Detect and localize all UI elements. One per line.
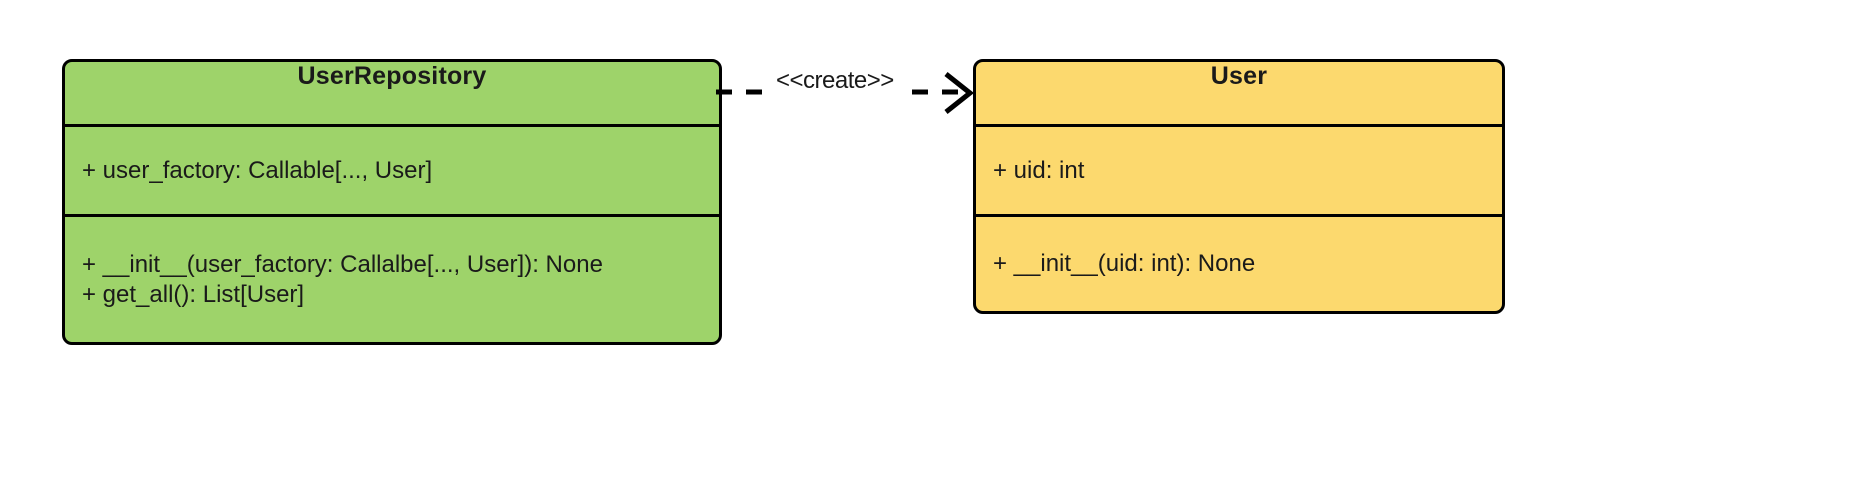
- class-methods-compartment: + __init__(user_factory: Callalbe[..., U…: [65, 214, 719, 342]
- dependency-arrow-icon: [716, 72, 975, 114]
- attribute-row: + user_factory: Callable[..., User]: [82, 156, 433, 184]
- class-box-user-repository[interactable]: UserRepository + user_factory: Callable[…: [62, 59, 722, 345]
- class-title-compartment: UserRepository: [65, 62, 719, 124]
- dependency-stereotype-label: <<create>>: [776, 67, 894, 94]
- method-row: + get_all(): List[User]: [82, 280, 305, 308]
- class-name-user: User: [1210, 62, 1268, 90]
- method-row: + __init__(uid: int): None: [993, 250, 1256, 278]
- class-box-user[interactable]: User + uid: int + __init__(uid: int): No…: [973, 59, 1505, 314]
- dependency-create-connector: <<create>>: [716, 62, 978, 124]
- class-methods-compartment: + __init__(uid: int): None: [976, 214, 1502, 311]
- attribute-row: + uid: int: [993, 156, 1085, 184]
- class-name-user-repository: UserRepository: [297, 62, 487, 90]
- class-title-compartment: User: [976, 62, 1502, 124]
- method-row: + __init__(user_factory: Callalbe[..., U…: [82, 250, 603, 278]
- class-attributes-compartment: + uid: int: [976, 124, 1502, 214]
- class-attributes-compartment: + user_factory: Callable[..., User]: [65, 124, 719, 214]
